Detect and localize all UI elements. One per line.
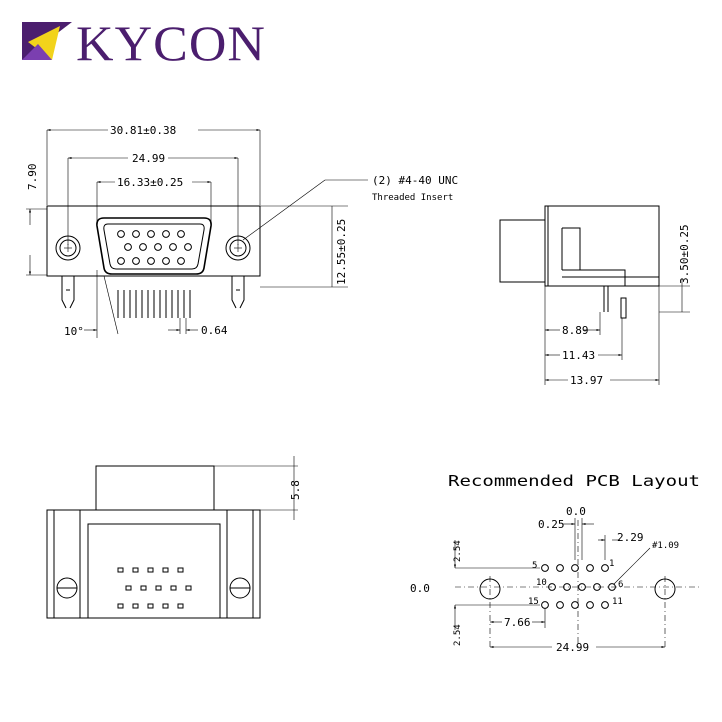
dim-pcb-offset: 0.25 [538, 518, 565, 531]
dim-pcb-origin-x: 0.0 [566, 505, 586, 518]
dim-pin-pitch: 0.64 [201, 324, 228, 337]
dim-overall-width: 30.81±0.38 [110, 124, 176, 137]
dim-angle: 10° [64, 325, 84, 338]
front-pin-row-1 [117, 230, 185, 238]
pin-label-6: 6 [618, 580, 623, 590]
bottom-pin-holes [117, 567, 192, 609]
pcb-layout-title: Recommended PCB Layout [448, 472, 700, 490]
pcb-holes-row-2 [548, 583, 616, 591]
dim-side-height: 3.50±0.25 [678, 224, 691, 284]
dim-pcb-spacing: 2.29 [617, 531, 644, 544]
insert-note-line2: Threaded Insert [372, 193, 453, 203]
front-view: 30.81±0.38 24.99 16.33±0.25 7.90 [26, 124, 458, 338]
dim-pcb-row-down: 2.54 [453, 624, 463, 646]
pin-label-11: 11 [612, 597, 623, 607]
kycon-logo: KYCON [22, 15, 266, 71]
pin-label-15: 15 [528, 597, 539, 607]
dim-pcb-hole-dia: #1.09 [652, 541, 679, 551]
pcb-layout: Recommended PCB Layout 5 1 10 6 1 [410, 472, 700, 654]
dim-pcb-origin-y: 0.0 [410, 582, 430, 595]
pin-label-10: 10 [536, 578, 547, 588]
dim-shell-width: 16.33±0.25 [117, 176, 183, 189]
pin-label-5: 5 [532, 561, 537, 571]
dim-side-d3: 13.97 [570, 374, 603, 387]
logo-wordmark: KYCON [76, 15, 266, 71]
side-view: 8.89 11.43 13.97 3.50±0.25 [499, 205, 691, 387]
front-pin-row-3 [117, 257, 185, 265]
pin-label-1: 1 [609, 559, 614, 569]
front-pin-row-2 [124, 243, 192, 251]
dim-side-d1: 8.89 [562, 324, 589, 337]
dim-mount-pitch: 24.99 [132, 152, 165, 165]
pcb-holes-row-3 [541, 601, 609, 609]
front-tail-pins [117, 290, 191, 318]
dim-flange-offset: 7.90 [26, 164, 39, 191]
insert-note-line1: (2) #4-40 UNC [372, 174, 458, 187]
logo-triangle-violet [22, 44, 52, 60]
dim-pcb-mount-pitch: 24.99 [556, 641, 589, 654]
dim-side-d2: 11.43 [562, 349, 595, 362]
bottom-view: 5.8 [46, 456, 302, 619]
pcb-holes-row-1 [541, 564, 609, 572]
dim-protrusion: 5.8 [289, 480, 302, 500]
dim-pcb-row-up: 2.54 [453, 540, 463, 562]
dim-pcb-766: 7.66 [504, 616, 531, 629]
logo-triangle-yellow [28, 26, 60, 60]
dim-height: 12.55±0.25 [335, 219, 348, 285]
